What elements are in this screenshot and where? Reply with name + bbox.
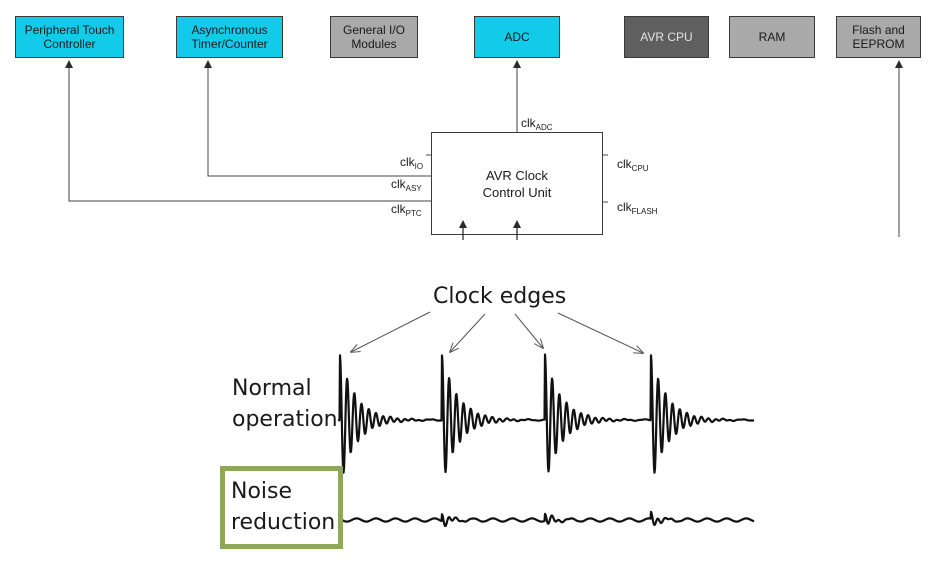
clk-io-main: clk [400,155,415,169]
clk-cpu-label: clkCPU [617,157,649,173]
adc-block: ADC [474,16,560,58]
clk-ptc-sub: PTC [405,209,422,218]
edge-arrow-1 [351,311,431,352]
noise-reduction-highlight-box [220,466,343,549]
clk-adc-label: clkADC [521,116,553,132]
clk-flash-main: clk [617,200,632,214]
clock-edges-label: Clock edges [433,284,567,309]
flash-eeprom-block: Flash and EEPROM [836,16,921,58]
clk-adc-sub: ADC [535,123,553,132]
peripheral-touch-controller-block: Peripheral Touch Controller [15,16,124,58]
ram-block: RAM [729,16,815,58]
avr-cpu-label: AVR CPU [640,30,693,44]
edge-arrow-3 [514,313,543,348]
clk-asy-sub: ASY [405,184,422,193]
clk-asy-label: clkASY [391,177,422,193]
asynchronous-timer-counter-block: Asynchronous Timer/Counter [176,16,283,58]
clk-flash-label: clkFLASH [617,200,657,216]
clk-cpu-main: clk [617,157,632,171]
clock-unit-line2: Control Unit [482,184,552,200]
avr-clock-control-unit: AVR Clock Control Unit [431,132,603,235]
clk-ptc-main: clk [391,202,406,216]
general-io-modules-block: General I/O Modules [330,16,418,58]
clk-cpu-sub: CPU [631,164,649,173]
asynchronous-timer-counter-label: Asynchronous Timer/Counter [191,23,268,51]
noise-reduction-waveform [341,510,755,528]
normal-operation-label: Normal operation [232,376,338,432]
clk-flash-sub: FLASH [631,207,658,216]
adc-label: ADC [504,30,530,44]
avr-cpu-block: AVR CPU [624,16,709,58]
ram-label: RAM [758,30,786,44]
clk-io-sub: IO [414,162,424,171]
asy-connection [204,60,431,177]
clock-unit-line1: AVR Clock [486,167,548,183]
edge-arrow-2 [450,313,486,352]
ptc-connection [65,60,431,202]
general-io-modules-label: General I/O Modules [342,23,406,51]
noise-reduction-label: Noise reduction [231,479,336,535]
flash-eeprom-label: Flash and EEPROM [852,23,905,51]
edge-arrow-4 [557,312,643,353]
clk-asy-main: clk [391,177,406,191]
clk-io-label: clkIO [400,155,423,171]
normal-operation-waveform [337,353,755,474]
clk-adc-main: clk [521,116,536,130]
peripheral-touch-controller-label: Peripheral Touch Controller [24,23,115,51]
clk-ptc-label: clkPTC [391,202,422,218]
